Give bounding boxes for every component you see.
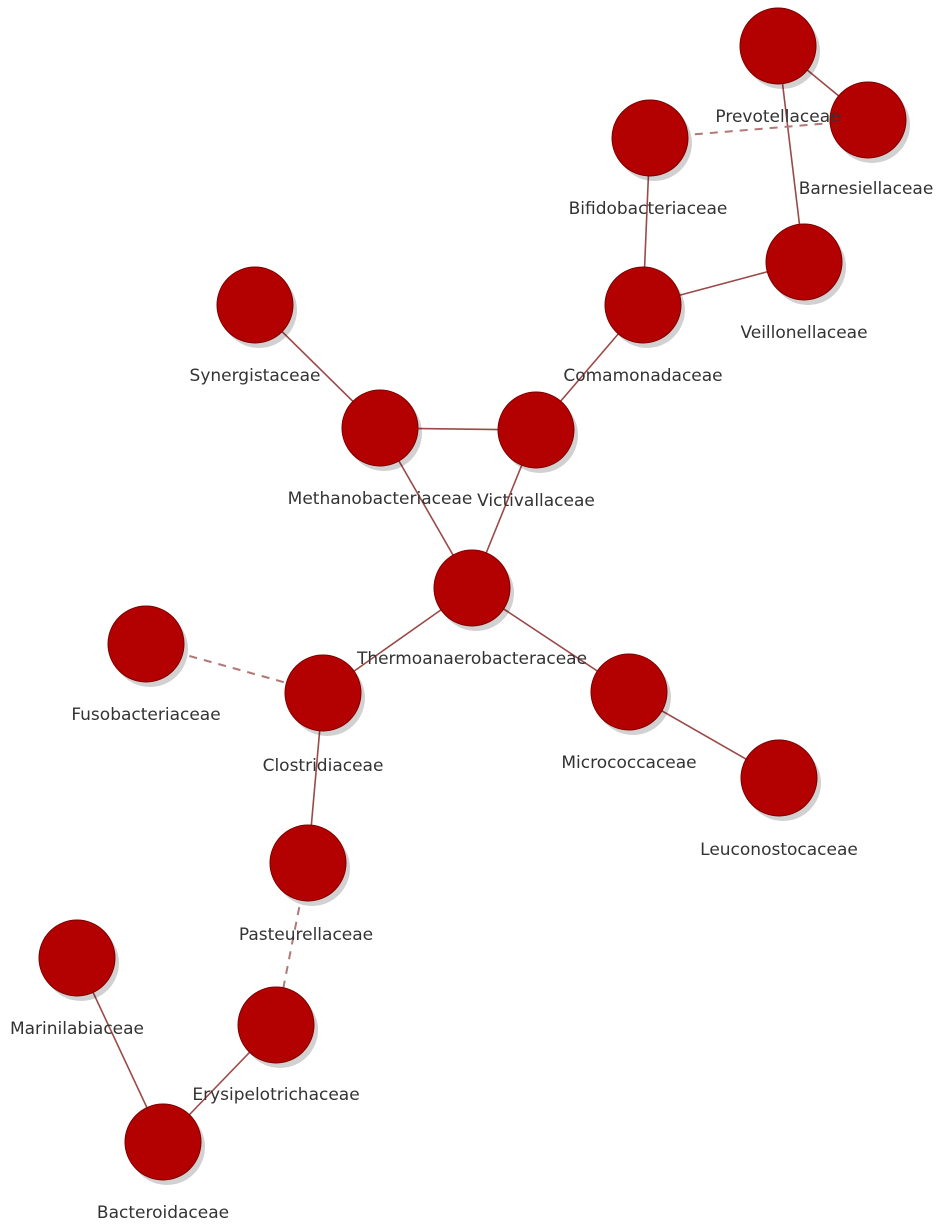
node-label-clostridiaceae: Clostridiaceae [263, 756, 384, 776]
node-prevotellaceae [739, 7, 820, 89]
node-label-erysipelotrichaceae: Erysipelotrichaceae [192, 1085, 359, 1105]
node-circle [124, 1103, 202, 1181]
node-clostridiaceae [284, 654, 365, 736]
node-circle [604, 266, 682, 344]
node-label-bacteroidaceae: Bacteroidaceae [97, 1203, 229, 1223]
node-pasteurellaceae [269, 824, 350, 906]
node-label-comamonadaceae: Comamonadaceae [563, 366, 722, 386]
node-circle [611, 99, 689, 177]
node-comamonadaceae [604, 266, 685, 348]
node-label-prevotellaceae: Prevotellaceae [715, 107, 840, 127]
node-label-methanobacteriaceae: Methanobacteriaceae [288, 489, 473, 509]
node-circle [284, 654, 362, 732]
node-circle [739, 7, 817, 85]
node-circle [590, 653, 668, 731]
node-label-barnesiellaceae: Barnesiellaceae [799, 179, 934, 199]
node-victivallaceae [497, 391, 578, 473]
node-label-bifidobacteriaceae: Bifidobacteriaceae [569, 199, 728, 219]
node-circle [237, 986, 315, 1064]
node-label-micrococcaceae: Micrococcaceae [561, 753, 696, 773]
node-fusobacteriaceae [107, 605, 188, 687]
node-thermoanaerobacteraceae [433, 549, 514, 631]
node-veillonellaceae [765, 223, 846, 305]
node-circle [497, 391, 575, 469]
node-micrococcaceae [590, 653, 671, 735]
node-methanobacteriaceae [341, 389, 422, 471]
node-label-thermoanaerobacteraceae: Thermoanaerobacteraceae [356, 649, 587, 669]
node-label-synergistaceae: Synergistaceae [190, 366, 321, 386]
node-circle [829, 81, 907, 159]
nodes-layer [38, 7, 910, 1185]
node-label-leuconostocaceae: Leuconostocaceae [700, 840, 858, 860]
node-marinilabiaceae [38, 919, 119, 1001]
node-barnesiellaceae [829, 81, 910, 163]
node-label-veillonellaceae: Veillonellaceae [740, 323, 867, 343]
node-circle [216, 266, 294, 344]
node-circle [269, 824, 347, 902]
node-bacteroidaceae [124, 1103, 205, 1185]
labels-layer: PrevotellaceaeBarnesiellaceaeBifidobacte… [10, 107, 933, 1223]
node-label-pasteurellaceae: Pasteurellaceae [239, 925, 373, 945]
node-circle [107, 605, 185, 683]
node-synergistaceae [216, 266, 297, 348]
node-circle [433, 549, 511, 627]
node-circle [740, 739, 818, 817]
node-label-fusobacteriaceae: Fusobacteriaceae [71, 705, 220, 725]
node-label-victivallaceae: Victivallaceae [477, 491, 595, 511]
node-circle [341, 389, 419, 467]
node-circle [38, 919, 116, 997]
node-bifidobacteriaceae [611, 99, 692, 181]
node-leuconostocaceae [740, 739, 821, 821]
node-label-marinilabiaceae: Marinilabiaceae [10, 1019, 144, 1039]
node-erysipelotrichaceae [237, 986, 318, 1068]
node-circle [765, 223, 843, 301]
